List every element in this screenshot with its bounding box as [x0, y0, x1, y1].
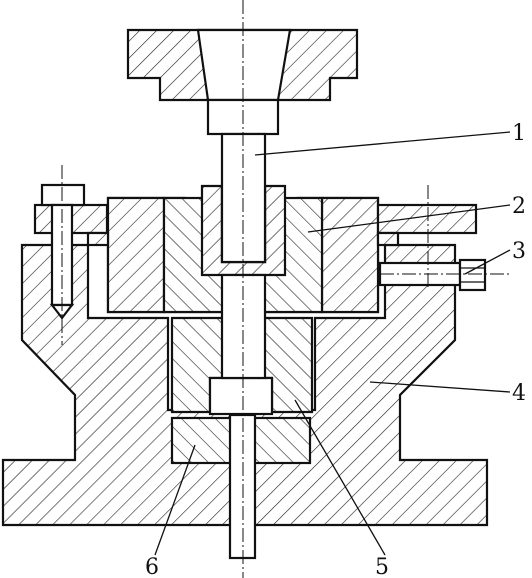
- base-body: [1, 243, 489, 527]
- clamp-plate-right: [376, 203, 478, 235]
- die-block-right: [320, 196, 380, 314]
- adjust-screw-head: [458, 258, 487, 292]
- clamp-step-left: [86, 231, 110, 247]
- label-1: 1: [512, 121, 526, 146]
- left-bolt-head: [40, 183, 86, 207]
- bushing-bore: [208, 376, 274, 416]
- clamp-step-right: [376, 231, 400, 247]
- label-3: 3: [512, 239, 526, 264]
- label-4: 4: [512, 381, 526, 406]
- label-2: 2: [512, 194, 526, 219]
- label-5: 5: [375, 555, 389, 578]
- label-6: 6: [145, 555, 159, 578]
- die-block-left: [106, 196, 166, 314]
- punch-taper: [196, 28, 292, 102]
